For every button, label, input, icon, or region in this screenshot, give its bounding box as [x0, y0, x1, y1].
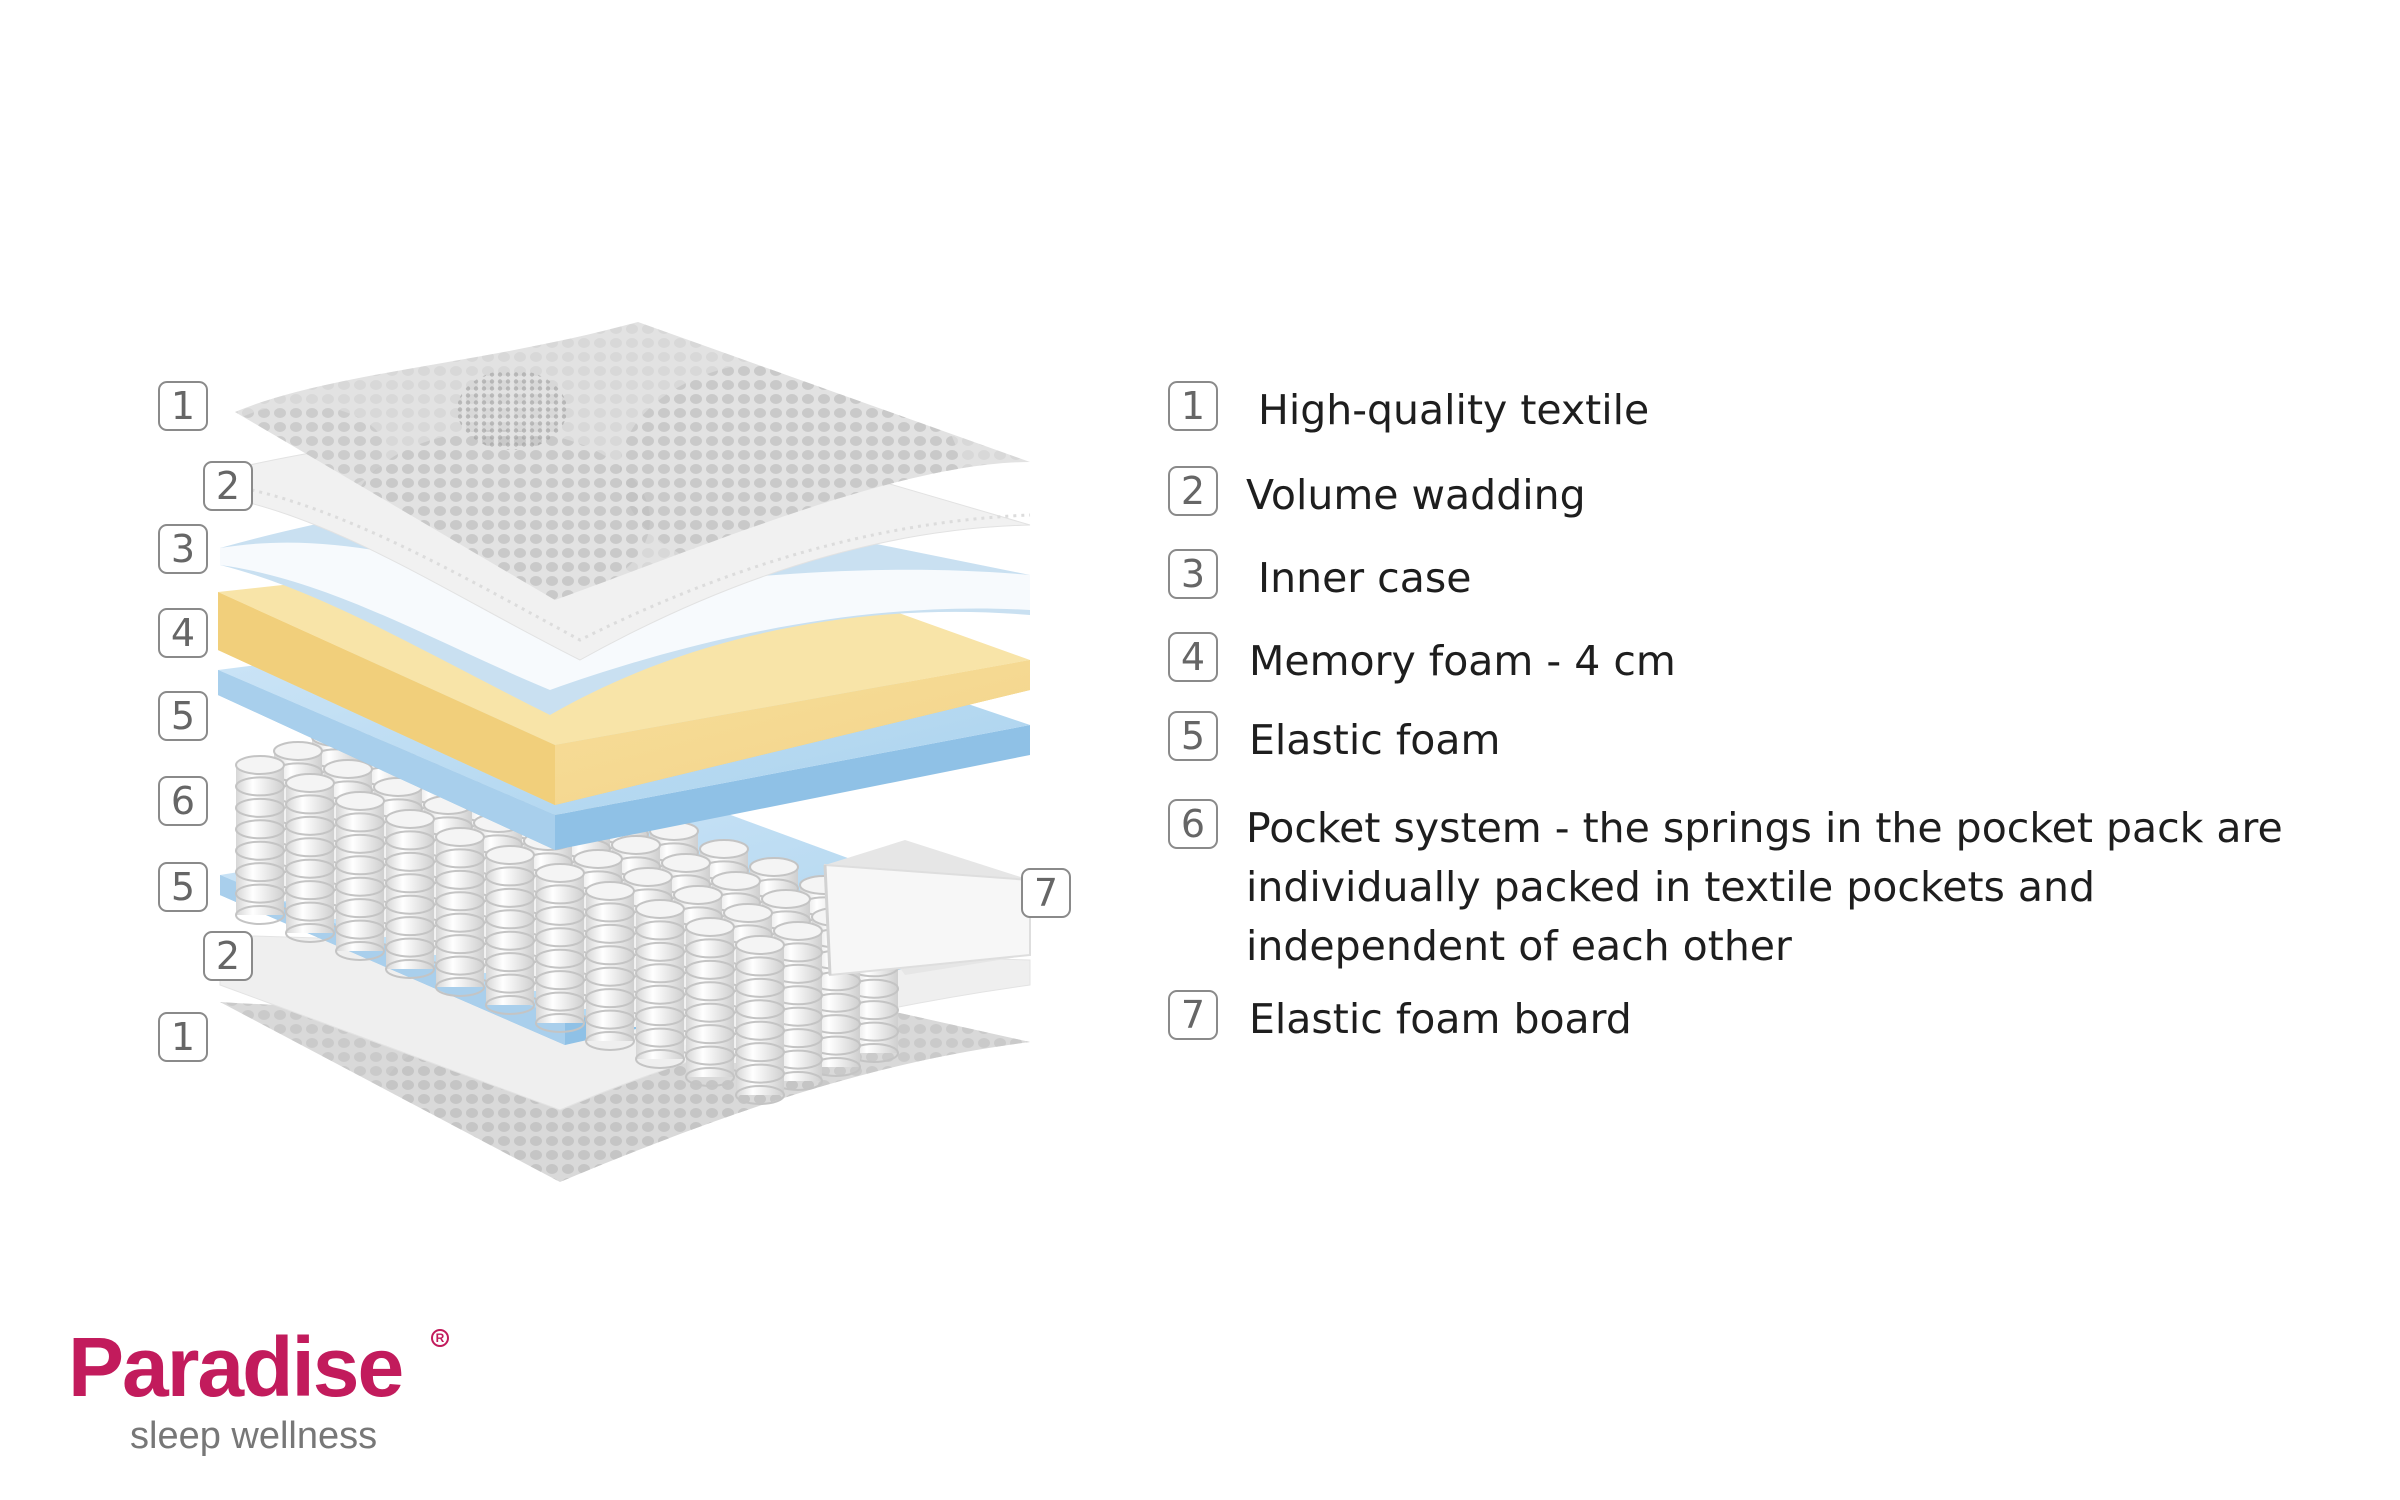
legend-number: 6 — [1168, 799, 1218, 849]
pocket-spring — [385, 809, 435, 979]
legend-label: Memory foam - 4 cm — [1249, 637, 1676, 685]
pocket-spring — [685, 917, 735, 1087]
legend-label: Pocket system - the springs in the pocke… — [1246, 799, 2346, 976]
mattress-illustration — [218, 322, 1031, 1182]
callout-top-textile: 1 — [158, 381, 208, 431]
legend-number: 2 — [1168, 466, 1218, 516]
pocket-spring — [435, 827, 485, 997]
legend-label: High-quality textile — [1258, 386, 1650, 434]
callout-foam-board: 7 — [1021, 868, 1071, 918]
pocket-spring — [335, 791, 385, 961]
legend-label-line-2: individually packed in textile pockets a… — [1246, 863, 2096, 911]
pocket-spring — [235, 755, 285, 925]
elastic-foam-board — [823, 840, 1031, 977]
pocket-spring — [735, 935, 785, 1105]
callout-bottom-textile: 1 — [158, 1012, 208, 1062]
callout-inner-case: 3 — [158, 524, 208, 574]
legend-label-line-3: independent of each other — [1246, 922, 1792, 970]
callout-bottom-elastic-foam: 5 — [158, 862, 208, 912]
logo-wordmark: Paradise — [68, 1320, 404, 1414]
pocket-spring — [635, 899, 685, 1069]
legend-number: 7 — [1168, 990, 1218, 1040]
logo-tagline: sleep wellness — [130, 1415, 378, 1457]
legend-label: Elastic foam board — [1249, 995, 1632, 1043]
legend-number: 3 — [1168, 549, 1218, 599]
legend-number: 4 — [1168, 632, 1218, 682]
pocket-spring — [585, 881, 635, 1051]
pocket-spring — [485, 845, 535, 1015]
callout-top-wadding: 2 — [203, 461, 253, 511]
pocket-spring — [535, 863, 585, 1033]
legend-label: Volume wadding — [1246, 471, 1586, 519]
legend-number: 1 — [1168, 381, 1218, 431]
legend-label: Inner case — [1258, 554, 1472, 602]
callout-pocket-system: 6 — [158, 776, 208, 826]
callout-memory-foam: 4 — [158, 608, 208, 658]
mattress-layers-diagram: 1 2 3 4 5 6 5 2 1 7 — [0, 0, 1100, 1260]
callout-bottom-wadding: 2 — [203, 931, 253, 981]
pocket-spring — [285, 773, 335, 943]
legend-number: 5 — [1168, 711, 1218, 761]
callout-upper-elastic-foam: 5 — [158, 691, 208, 741]
registered-trademark-icon: R — [431, 1329, 449, 1347]
legend-label-line-1: Pocket system - the springs in the pocke… — [1246, 804, 2283, 852]
legend-label: Elastic foam — [1249, 716, 1501, 764]
paradise-logo: Paradise R sleep wellness — [68, 1325, 468, 1475]
